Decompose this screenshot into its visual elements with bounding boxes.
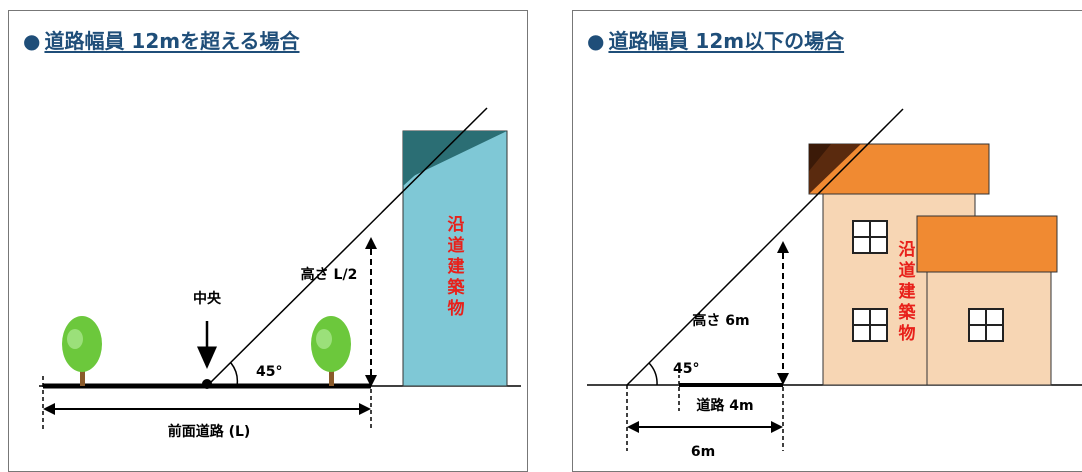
- right-panel: ●道路幅員 12m以下の場合: [572, 10, 1082, 472]
- building-label-char: 道: [448, 235, 465, 256]
- right-title: ●道路幅員 12m以下の場合: [587, 25, 844, 54]
- left-panel: ●道路幅員 12mを超える場合 沿 道 建 築: [8, 10, 528, 472]
- tree-icon: [311, 316, 351, 386]
- center-point: [202, 379, 212, 389]
- road-label: 道路 4m: [696, 397, 753, 414]
- height-label: 高さ 6m: [692, 312, 749, 329]
- building-label-char: 沿: [899, 240, 916, 260]
- left-title-text: 道路幅員 12mを超える場合: [44, 29, 300, 53]
- window-icon: [852, 220, 888, 254]
- height-label: 高さ L/2: [301, 266, 358, 283]
- slant-line: [206, 107, 488, 387]
- building-label-char: 沿: [448, 215, 465, 235]
- building-label-char: 道: [899, 260, 916, 281]
- angle-label: 45°: [673, 361, 699, 377]
- angle-label: 45°: [256, 364, 282, 380]
- angle-arc: [648, 362, 658, 386]
- roadside-house: [808, 143, 1058, 386]
- distance-label: 6m: [691, 444, 715, 460]
- building-label-char: 築: [447, 277, 466, 298]
- building-label-char: 建: [448, 256, 465, 277]
- slant-line: [626, 108, 904, 386]
- center-label: 中央: [193, 290, 222, 307]
- building-label-char: 築: [898, 302, 917, 323]
- road-label: 前面道路 (L): [168, 423, 251, 440]
- left-diagram: 沿 道 建 築 物 中央 45° 高さ L/2 前面道路 (L): [39, 107, 521, 440]
- window-icon: [852, 308, 888, 342]
- tree-icon: [62, 316, 102, 386]
- title-bullet: ●: [23, 29, 41, 53]
- angle-arc: [230, 362, 239, 387]
- left-title: ●道路幅員 12mを超える場合: [23, 25, 300, 54]
- building-label-char: 建: [899, 281, 916, 302]
- roadside-building: [402, 130, 508, 387]
- window-icon: [968, 308, 1004, 342]
- right-diagram: 沿 道 建 築 物 45° 高さ 6m 道路 4m 6m: [587, 108, 1082, 460]
- right-title-text: 道路幅員 12m以下の場合: [608, 29, 845, 53]
- building-label-char: 物: [448, 298, 465, 319]
- title-bullet: ●: [587, 29, 605, 53]
- building-label-char: 物: [899, 323, 916, 344]
